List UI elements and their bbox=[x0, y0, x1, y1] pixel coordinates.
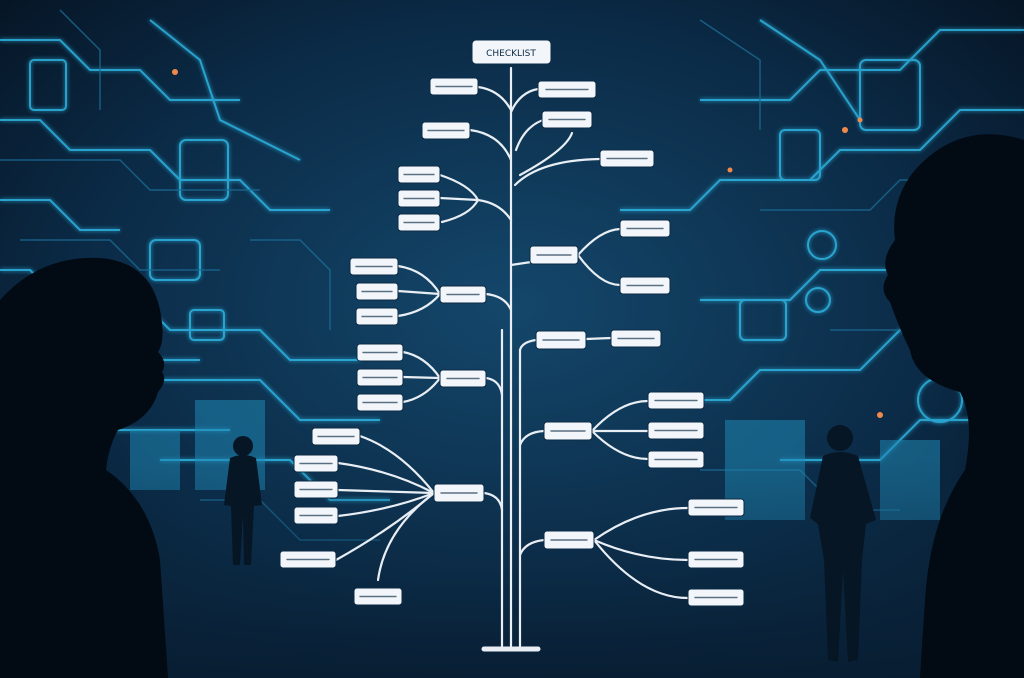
accent-lights bbox=[172, 69, 883, 418]
tree-branches bbox=[334, 66, 690, 652]
root-node-label: CHECKLIST bbox=[486, 49, 536, 59]
foreground-silhouettes bbox=[0, 134, 1024, 678]
person-silhouette-right-small bbox=[810, 425, 876, 662]
background-figures bbox=[224, 425, 876, 662]
person-silhouette-right bbox=[883, 134, 1024, 678]
node-scribbles bbox=[286, 85, 738, 599]
tree-diagram: CHECKLIST bbox=[279, 39, 745, 652]
person-silhouette-left-small bbox=[224, 436, 262, 565]
person-silhouette-left bbox=[0, 257, 168, 678]
root-node: CHECKLIST bbox=[471, 39, 552, 65]
